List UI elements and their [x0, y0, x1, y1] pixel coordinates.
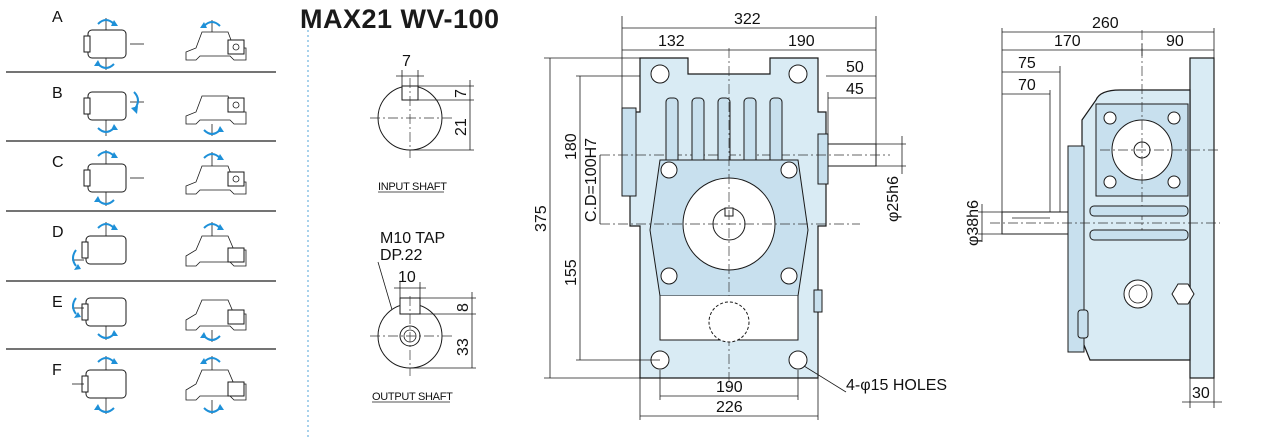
position-e-gearbox-icon [72, 297, 127, 340]
front-left-width: 132 [658, 33, 685, 50]
position-d-gearbox-icon [72, 222, 127, 270]
side-width-90: 90 [1166, 33, 1184, 50]
front-base-inner: 190 [716, 379, 743, 396]
position-a-outline-icon [185, 20, 247, 61]
front-overall-width: 322 [734, 11, 761, 28]
input-key-width: 7 [402, 53, 411, 70]
position-label-d: D [52, 224, 64, 241]
front-lower-height: 155 [563, 259, 580, 286]
side-flange-width: 30 [1192, 385, 1210, 402]
position-c-outline-icon [185, 152, 247, 195]
side-width-75: 75 [1018, 55, 1036, 72]
front-base-outer: 226 [716, 399, 743, 416]
output-key-depth: 33 [455, 338, 472, 356]
position-d-outline-icon [185, 222, 247, 267]
position-label-c: C [52, 154, 64, 171]
front-center-distance: C.D=100H7 [583, 138, 600, 222]
position-b-gearbox-icon [83, 91, 144, 136]
front-right-width: 190 [788, 33, 815, 50]
output-shaft-caption: OUTPUT SHAFT [372, 391, 453, 403]
output-key-height: 8 [455, 303, 472, 312]
position-label-b: B [52, 85, 63, 102]
mounting-positions-table: A B C D E F [6, 9, 276, 414]
position-a-gearbox-icon [83, 18, 144, 70]
input-key-height: 7 [453, 89, 470, 98]
position-f-gearbox-icon [72, 356, 127, 414]
front-shaft-diameter: φ25h6 [885, 176, 902, 222]
position-f-outline-icon [185, 356, 247, 414]
side-width-170: 170 [1054, 33, 1081, 50]
side-view: 260 170 90 75 70 φ38h6 30 [965, 15, 1222, 408]
output-tap-label: M10 TAP [380, 230, 445, 247]
front-holes-note: 4-φ15 HOLES [846, 377, 947, 394]
position-b-outline-icon [185, 95, 247, 136]
position-label-a: A [52, 9, 63, 26]
output-key-width: 10 [398, 269, 416, 286]
side-shaft-diameter: φ38h6 [965, 200, 982, 246]
front-shaft-45: 45 [846, 81, 864, 98]
input-shaft-detail: 7 7 21 INPUT SHAFT [370, 53, 474, 193]
position-label-f: F [52, 362, 62, 379]
drawing-title: MAX21 WV-100 [300, 4, 500, 34]
position-c-gearbox-icon [83, 150, 144, 206]
input-shaft-caption: INPUT SHAFT [378, 181, 447, 193]
front-upper-height: 180 [563, 133, 580, 160]
input-key-depth: 21 [453, 118, 470, 136]
front-overall-height: 375 [533, 205, 550, 232]
position-label-e: E [52, 294, 63, 311]
front-shaft-50: 50 [846, 59, 864, 76]
output-shaft-detail: M10 TAP DP.22 10 8 33 OUTPUT SHAFT [370, 230, 476, 403]
side-overall-width: 260 [1092, 15, 1119, 32]
side-width-70: 70 [1018, 77, 1036, 94]
output-tap-depth: DP.22 [380, 247, 423, 264]
front-view: 322 132 190 50 45 375 180 C.D=100H7 155 … [533, 11, 947, 420]
position-e-outline-icon [185, 299, 247, 342]
